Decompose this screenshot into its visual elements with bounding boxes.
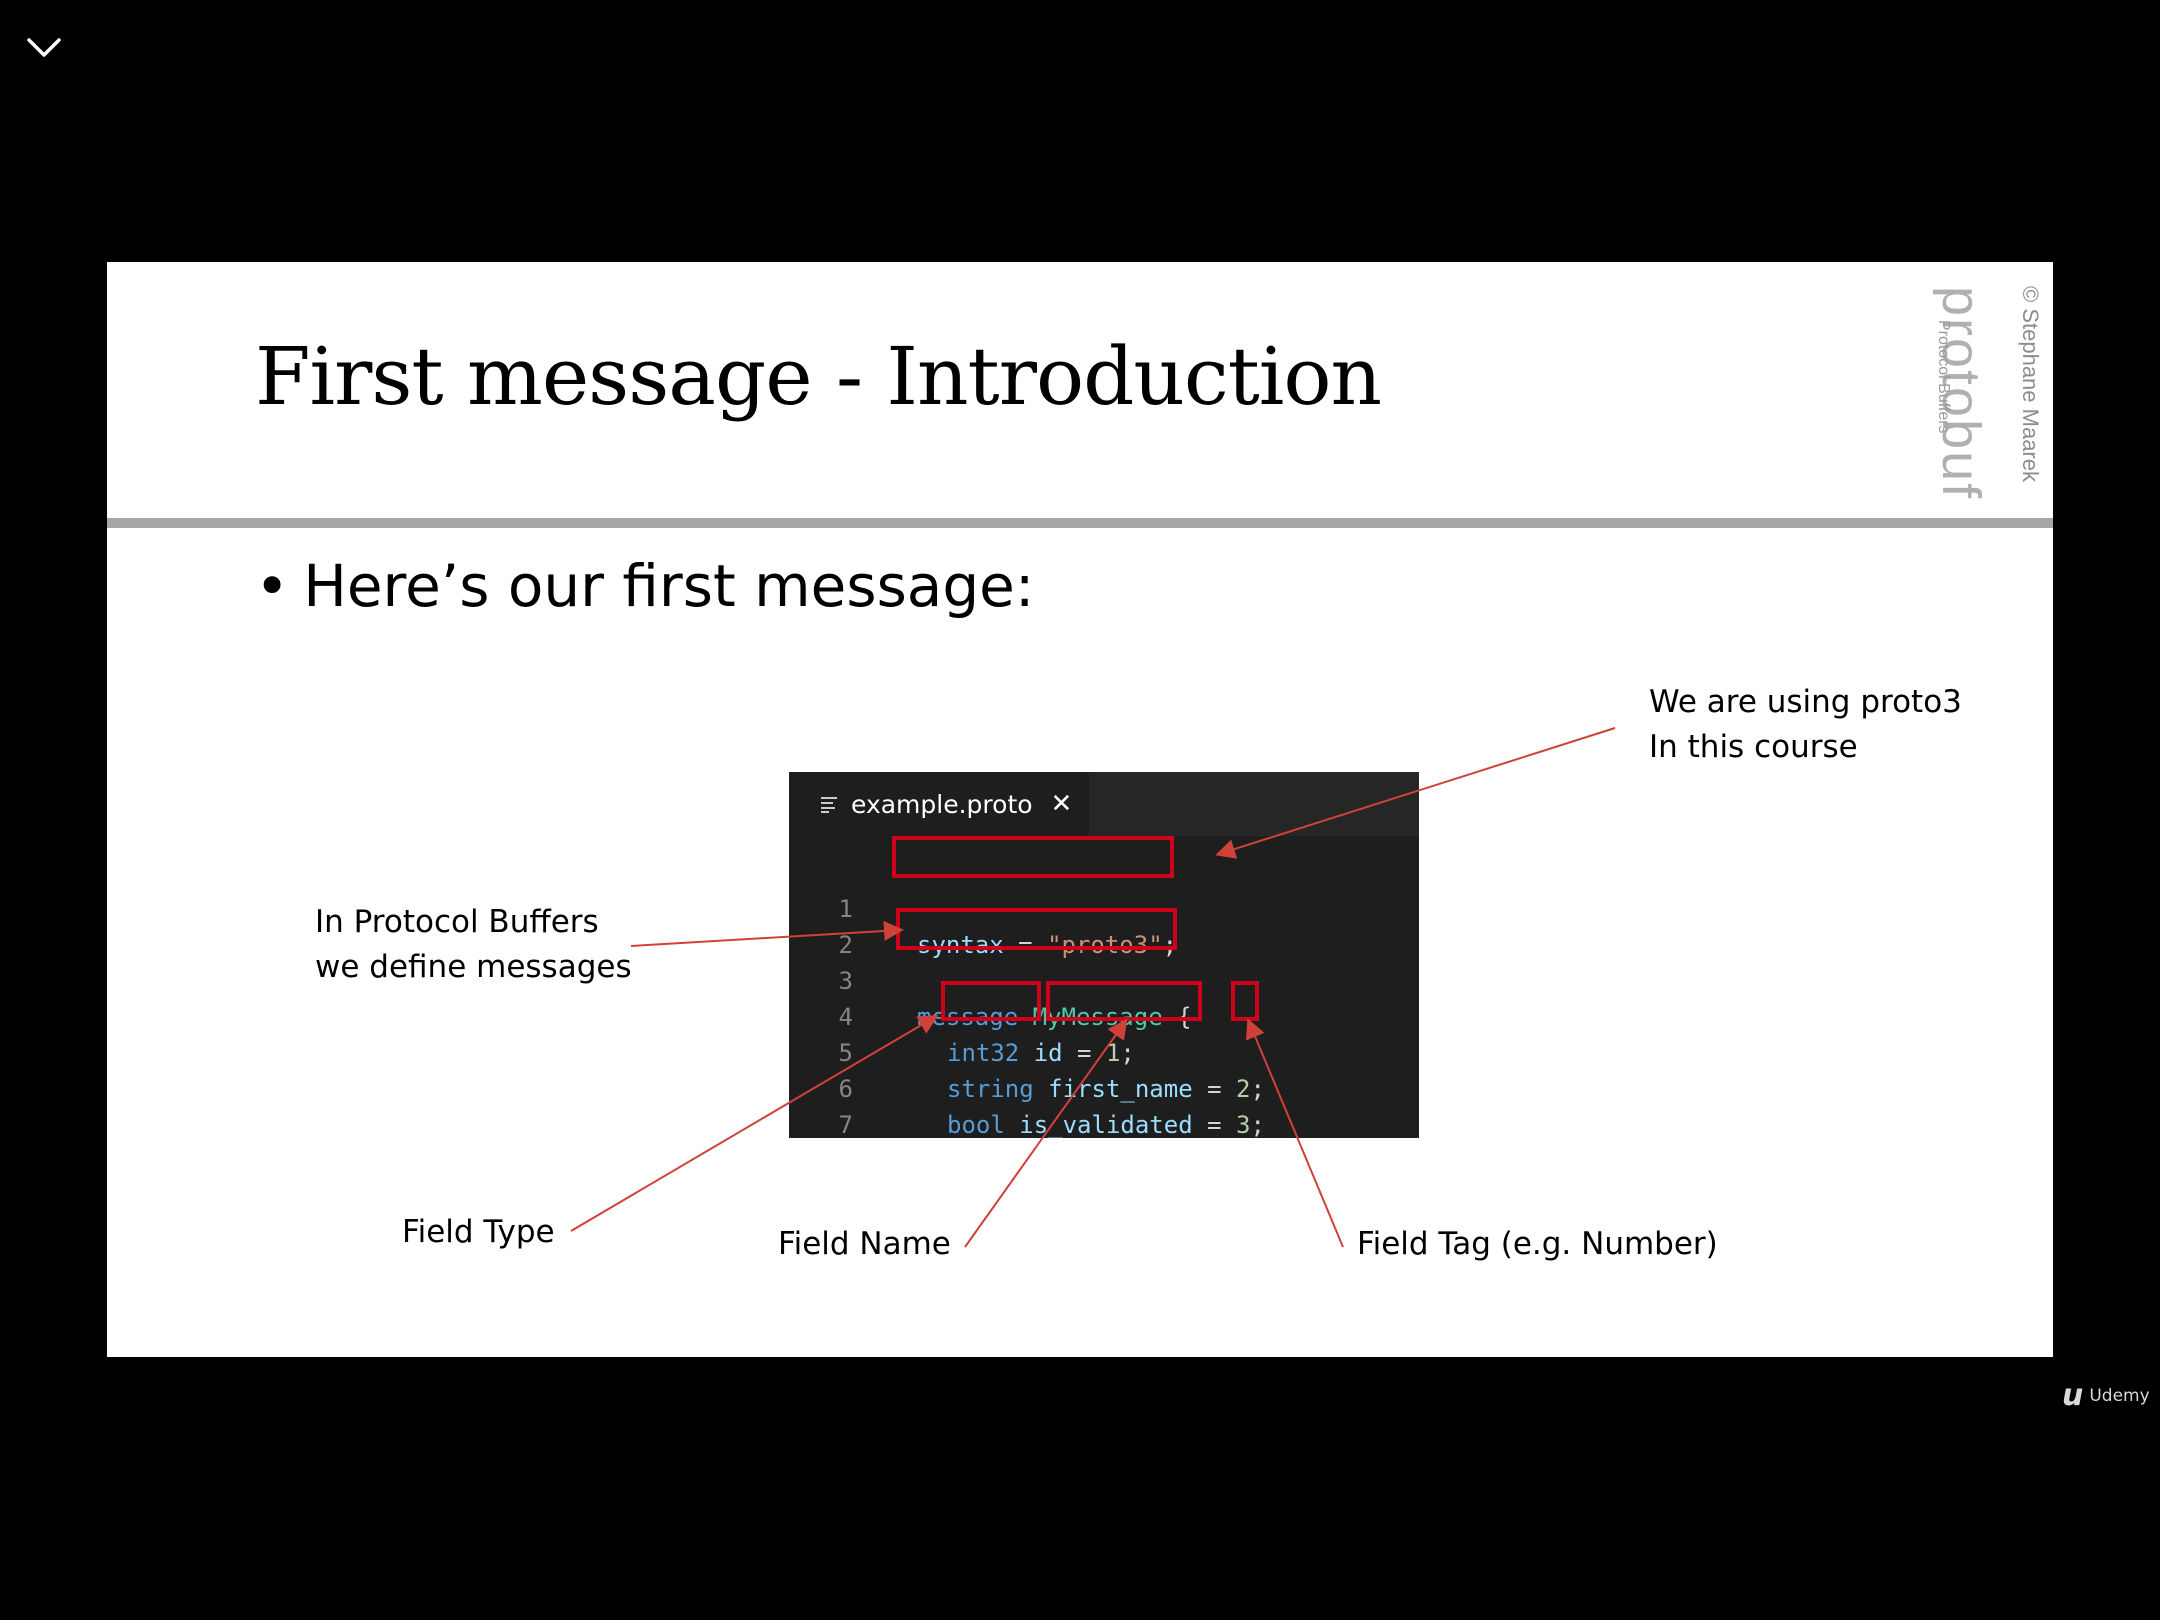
udemy-logo: u Udemy — [2062, 1378, 2150, 1413]
slide: First message - Introduction © Stephane … — [107, 262, 2053, 1357]
copyright-text: © Stephane Maarek — [2018, 286, 2043, 483]
callout-field-type-text: Field Type — [402, 1214, 555, 1250]
slide-title: First message - Introduction — [255, 330, 1382, 423]
bullet-item: •Here’s our first message: — [255, 552, 1034, 620]
bullet-dot: • — [255, 552, 290, 620]
field-tag: 3 — [1236, 1111, 1251, 1138]
equals: = — [1192, 1075, 1237, 1103]
callout-field-name: Field Name — [778, 1222, 951, 1267]
code-line: 2 — [789, 891, 1419, 959]
file-lines-icon — [821, 797, 837, 813]
chevron-down-icon — [27, 38, 61, 57]
tab-filename: example.proto — [851, 789, 1033, 819]
editor-tab[interactable]: example.proto ✕ — [789, 772, 1089, 836]
callout-messages-line2: we define messages — [315, 949, 632, 985]
title-divider — [107, 518, 2053, 528]
side-brand: © Stephane Maarek protobuf Protocol Buff… — [1931, 280, 2043, 620]
bullet-text: Here’s our first message: — [303, 552, 1035, 620]
callout-proto3: We are using proto3 In this course — [1649, 680, 1962, 770]
equals: = — [1192, 1111, 1236, 1138]
callout-proto3-line2: In this course — [1649, 729, 1858, 765]
callout-field-tag-text: Field Tag (e.g. Number) — [1357, 1226, 1718, 1262]
callout-field-tag: Field Tag (e.g. Number) — [1357, 1222, 1718, 1267]
code-line: 7 } — [789, 1071, 1419, 1138]
collapse-button[interactable] — [22, 28, 66, 68]
semicolon: ; — [1250, 1111, 1265, 1138]
field-type: bool — [947, 1111, 1005, 1138]
close-icon[interactable]: ✕ — [1050, 789, 1073, 819]
callout-proto3-line1: We are using proto3 — [1649, 684, 1962, 720]
protobuf-logo-text: protobuf — [1933, 286, 1991, 500]
field-name: is_validated — [1019, 1111, 1193, 1138]
udemy-brand-text: Udemy — [2089, 1385, 2150, 1406]
code-editor: example.proto ✕ 1 syntax = "proto3"; 2 3… — [789, 772, 1419, 1138]
code-line: 6 bool is_validated = 3; — [789, 1035, 1419, 1138]
callout-field-type: Field Type — [402, 1210, 555, 1255]
code-line: 3 message MyMessage { — [789, 927, 1419, 1031]
protobuf-subtitle: Protocol Buffers — [1935, 320, 1952, 434]
editor-tab-bar: example.proto ✕ — [789, 772, 1419, 836]
line-number: 7 — [838, 1111, 853, 1138]
udemy-u-icon: u — [2062, 1378, 2084, 1413]
line-number: 1 — [838, 895, 853, 923]
line-number: 3 — [838, 967, 853, 995]
code-line: 5 string first_name = 2; — [789, 999, 1419, 1103]
callout-messages-line1: In Protocol Buffers — [315, 904, 599, 940]
code-line: 4 int32 id = 1; — [789, 963, 1419, 1067]
callout-field-name-text: Field Name — [778, 1226, 951, 1262]
field-tag: 2 — [1236, 1075, 1251, 1103]
callout-messages: In Protocol Buffers we define messages — [315, 900, 632, 990]
code-line: 1 syntax = "proto3"; — [789, 855, 1419, 959]
